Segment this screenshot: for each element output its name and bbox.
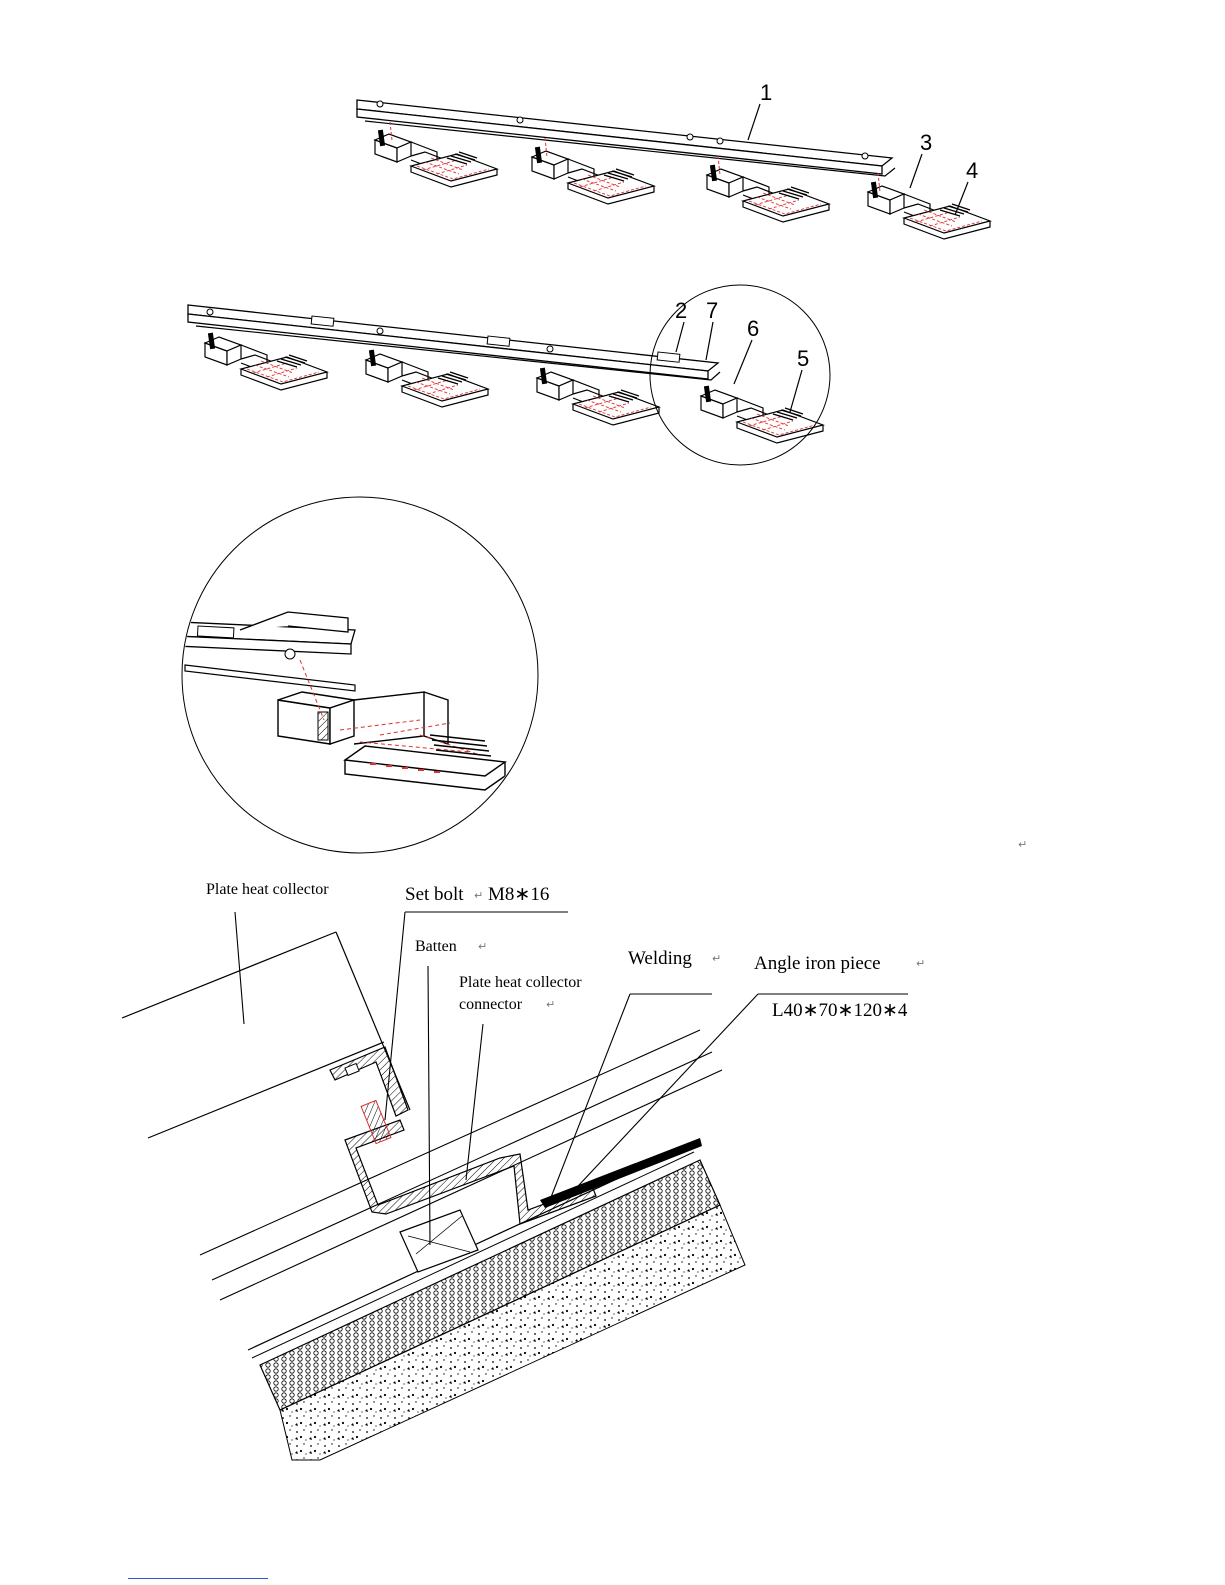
footer-rule: [128, 1578, 268, 1579]
callout-3: 3: [920, 130, 932, 155]
callout-7: 7: [706, 298, 718, 323]
return-mark-batten: ↵: [478, 940, 487, 953]
leader-2: [676, 322, 684, 352]
return-mark-angle-iron: ↵: [916, 957, 925, 970]
leader-6: [734, 340, 752, 384]
leader-angle-iron: [565, 994, 758, 1200]
section-view: Plate heat collector Set bolt ↵ M8∗16 Ba…: [122, 881, 925, 1460]
leader-5: [790, 370, 802, 412]
leader-3: [910, 154, 922, 188]
callout-5: 5: [797, 346, 809, 371]
return-mark-welding: ↵: [712, 952, 721, 965]
batten-section: [400, 1210, 478, 1272]
callout-4: 4: [966, 158, 978, 183]
return-mark: ↵: [1018, 838, 1027, 851]
label-connector-line2: connector: [459, 996, 523, 1013]
label-angle-iron-size: L40∗70∗120∗4: [772, 1000, 908, 1021]
label-set-bolt: Set bolt: [405, 884, 464, 905]
callout-2: 2: [675, 298, 687, 323]
label-plate-heat-collector: Plate heat collector: [206, 881, 329, 898]
leader-batten: [428, 966, 430, 1245]
leader-1: [748, 104, 760, 140]
callout-1: 1: [760, 80, 772, 105]
middle-assembly: 2 7 6 5: [188, 285, 830, 465]
top-assembly: 1 3 4: [357, 80, 990, 239]
leader-plate-heat-collector: [235, 912, 244, 1024]
leader-connector: [466, 1024, 483, 1180]
callout-6: 6: [747, 316, 759, 341]
label-batten: Batten: [415, 938, 457, 955]
return-mark-connector: ↵: [546, 998, 555, 1011]
leader-7: [706, 322, 713, 360]
return-mark-set-bolt: ↵: [474, 889, 483, 902]
enlarged-detail: [176, 497, 538, 853]
label-set-bolt-size: M8∗16: [488, 884, 549, 905]
label-welding: Welding: [628, 948, 692, 969]
label-angle-iron: Angle iron piece: [754, 953, 881, 974]
label-connector-line1: Plate heat collector: [459, 974, 582, 991]
